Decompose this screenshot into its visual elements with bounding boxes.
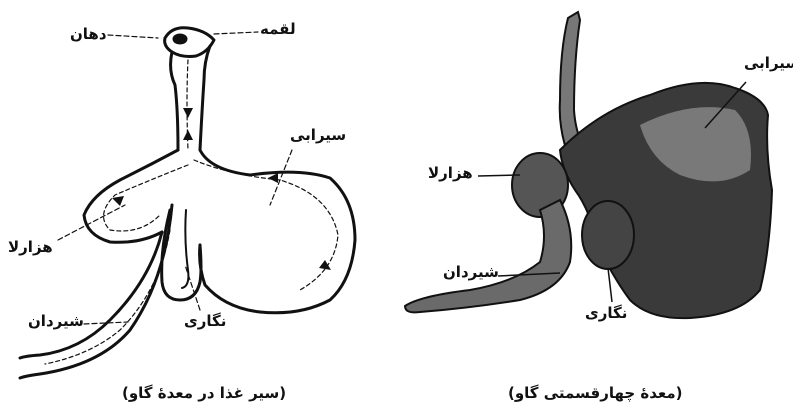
label-abomasum-right: شیردان xyxy=(443,265,499,280)
reticulum-outline xyxy=(162,210,201,300)
label-reticulum-right: نگاری xyxy=(585,306,627,321)
esophagus-right-wall xyxy=(200,46,210,150)
right-abomasum xyxy=(405,200,571,312)
label-omasum-left: هزارلا xyxy=(8,240,53,255)
left-leader-lines xyxy=(58,32,292,324)
reticulum-inner xyxy=(182,210,188,288)
label-abomasum-left: شیردان xyxy=(28,314,84,329)
caption-right: (معدهٔ چهارقسمتی گاو) xyxy=(508,386,683,401)
label-bolus: لقمه xyxy=(260,22,296,37)
label-rumen-right: سیرابی xyxy=(744,56,793,71)
label-mouth: دهان xyxy=(70,27,107,42)
label-omasum-right: هزارلا xyxy=(428,166,473,181)
esophagus-left-wall xyxy=(171,52,178,150)
label-rumen-left: سیرابی xyxy=(290,128,346,143)
right-reticulum xyxy=(582,201,634,269)
bolus-shape xyxy=(174,35,186,43)
omasum-outline xyxy=(84,150,178,242)
caption-left: (سیر غذا در معدهٔ گاو) xyxy=(122,386,286,401)
label-reticulum-left: نگاری xyxy=(184,314,226,329)
